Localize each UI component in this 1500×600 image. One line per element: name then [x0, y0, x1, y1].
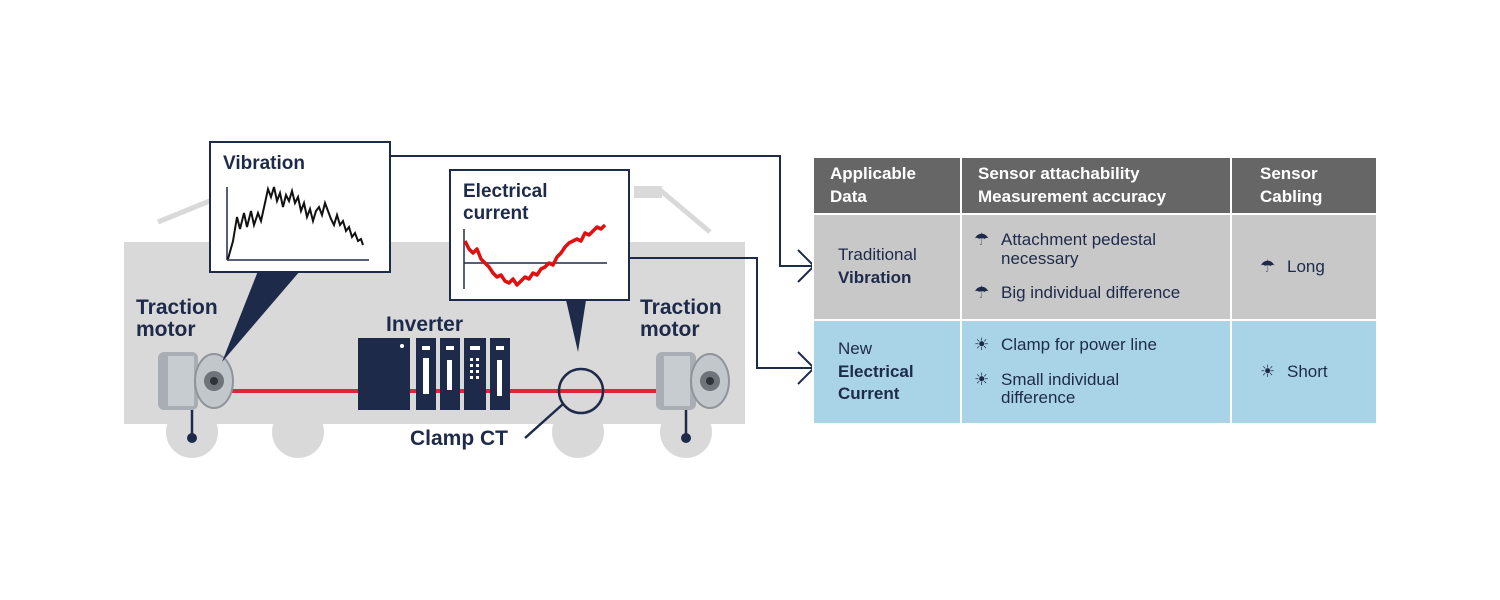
traction-motor-left-label-line-1: Traction	[136, 296, 218, 319]
current-popup-title: Electrical current	[463, 181, 548, 225]
new-data-line-1: New	[838, 338, 873, 358]
header-applicable-data-line-2: Data	[830, 186, 867, 206]
new-attachability-cell: ☀ Clamp for power line ☀ Small individua…	[960, 319, 1232, 425]
header-sensor-cabling-line-2: Cabling	[1260, 186, 1323, 206]
axle-pin-left	[187, 410, 197, 443]
vibration-waveform-chart	[226, 185, 369, 261]
traction-motor-left-label-line-2: motor	[136, 318, 196, 342]
traction-motor-right-image	[656, 352, 730, 410]
header-sensor-attachability-line-2: Measurement accuracy	[978, 186, 1167, 206]
traditional-data-line-2: Vibration	[838, 268, 912, 287]
current-waveform-line	[463, 223, 607, 287]
new-data-cell: New Electrical Current	[812, 319, 962, 425]
traditional-attachability-item-2-text: Big individual difference	[1001, 283, 1181, 303]
new-attachability-item-1-text: Clamp for power line	[1001, 334, 1157, 354]
vibration-popup: Vibration	[209, 141, 391, 273]
traditional-data-line-1: Traditional	[838, 245, 917, 265]
new-data-line-3: Current	[838, 384, 900, 404]
traction-motor-left-image	[158, 352, 234, 410]
vibration-waveform-line	[227, 185, 364, 260]
inverter-label: Inverter	[386, 313, 464, 336]
traction-motor-right-label: Traction motor	[640, 296, 722, 342]
vibration-popup-title: Vibration	[223, 153, 305, 174]
traditional-cabling-cell: ☂ Long	[1230, 213, 1378, 321]
header-sensor-attachability-line-1: Sensor attachability	[978, 164, 1140, 184]
umbrella-icon: ☂	[974, 229, 990, 249]
sun-icon: ☀	[974, 334, 990, 354]
new-data-line-2: Electrical	[838, 361, 914, 381]
current-popup-title-line-1: Electrical	[463, 181, 548, 202]
clamp-ct-ring	[557, 367, 605, 415]
traditional-attachability-item-1: ☂ Attachment pedestal necessary	[974, 229, 1220, 268]
header-sensor-cabling-line-1: Sensor	[1260, 164, 1318, 184]
new-cabling-item: ☀ Short	[1260, 361, 1375, 382]
traction-motor-right-label-line-1: Traction	[640, 296, 722, 319]
current-popup-title-line-2: current	[463, 202, 529, 224]
current-waveform-chart	[463, 223, 607, 289]
table-header-row: Applicable Data Sensor attachability Mea…	[812, 156, 1378, 215]
new-attachability-item-2: ☀ Small individual difference	[974, 369, 1220, 408]
new-attachability-item-2-line-2: difference	[1001, 388, 1076, 408]
traction-motor-left-label: Traction motor	[136, 296, 218, 342]
traction-motor-right-label-line-2: motor	[640, 318, 700, 342]
current-connector-arrow	[629, 257, 812, 369]
header-applicable-data-line-1: Applicable	[830, 164, 916, 184]
traditional-cabling-text: Long	[1287, 256, 1325, 276]
traditional-attachability-cell: ☂ Attachment pedestal necessary ☂ Big in…	[960, 213, 1232, 321]
current-callout-pointer	[566, 300, 586, 352]
table-row-new: New Electrical Current ☀ Clamp for power…	[812, 319, 1378, 425]
header-sensor-cabling: Sensor Cabling	[1230, 156, 1378, 215]
header-sensor-attachability: Sensor attachability Measurement accurac…	[960, 156, 1232, 215]
header-applicable-data: Applicable Data	[812, 156, 962, 215]
traditional-attachability-item-2: ☂ Big individual difference	[974, 284, 1220, 303]
new-cabling-text: Short	[1287, 361, 1328, 381]
traditional-data-cell: Traditional Vibration	[812, 213, 962, 321]
vibration-callout-pointer	[222, 271, 300, 362]
traditional-attachability-item-1-text: Attachment pedestal necessary	[1001, 229, 1156, 268]
clamp-ct-leader	[524, 403, 564, 439]
sun-icon: ☀	[974, 369, 990, 389]
clamp-ct-label: Clamp CT	[410, 427, 509, 450]
inverter-image	[358, 338, 510, 410]
traditional-attachability-item-1-line-1: Attachment pedestal	[1001, 229, 1156, 249]
pantograph-right	[634, 186, 712, 234]
axle-pin-right	[681, 410, 691, 443]
current-popup: Electrical current	[449, 169, 630, 301]
new-attachability-item-1: ☀ Clamp for power line	[974, 334, 1220, 355]
traditional-attachability-item-1-line-2: necessary	[1001, 248, 1079, 268]
new-attachability-item-2-line-1: Small individual	[1001, 369, 1120, 389]
new-attachability-item-2-text: Small individual difference	[1001, 369, 1120, 408]
sun-icon: ☀	[1260, 361, 1276, 381]
new-cabling-cell: ☀ Short	[1230, 319, 1378, 425]
table-row-traditional: Traditional Vibration ☂ Attachment pedes…	[812, 213, 1378, 321]
traditional-cabling-item: ☂ Long	[1260, 256, 1375, 277]
umbrella-icon: ☂	[1260, 256, 1276, 276]
umbrella-icon: ☂	[974, 283, 990, 303]
comparison-table: Applicable Data Sensor attachability Mea…	[812, 156, 1378, 425]
vibration-connector-arrow	[390, 155, 812, 267]
